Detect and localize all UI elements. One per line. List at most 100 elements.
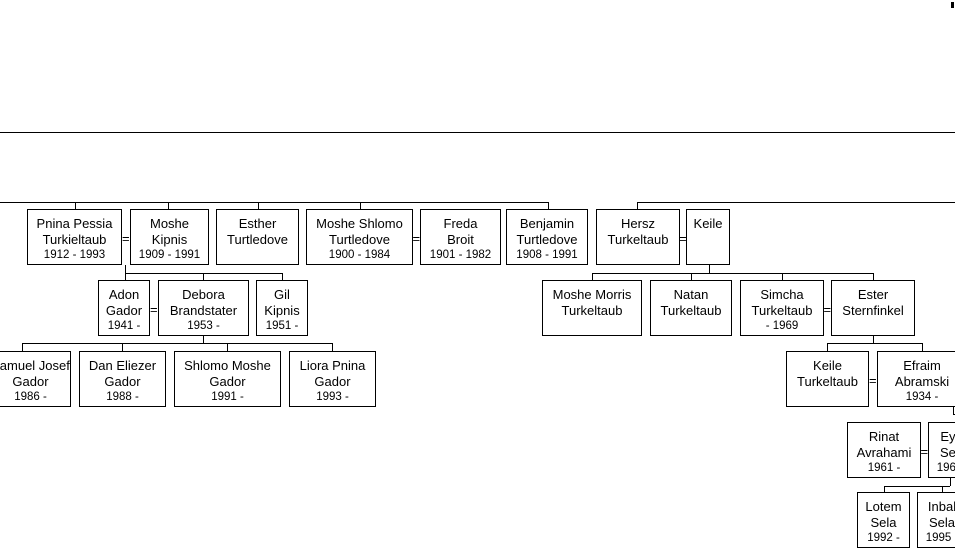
person-given-name: Dan Eliezer [88,358,157,373]
person-dates: - 1969 [765,320,799,332]
marriage-symbol: = [122,231,130,246]
person-given-name: Liora Pnina [299,358,366,373]
person-family-name: Gador [104,374,141,389]
person-given-name: Moshe [149,216,190,231]
marriage-symbol: = [920,444,929,459]
person-given-name: Shlomo Moshe [184,358,271,373]
person-family-name: Sternfinkel [842,303,904,318]
person-given-name: Keile [813,358,842,373]
person-dates: 1961 - [936,462,955,474]
person-dates: 1988 - [106,391,139,403]
person-dates: 1908 - 1991 [516,249,578,261]
person-family-name: Avrahami [856,445,912,460]
person-given-name: Pnina Pessia [36,216,113,231]
person-dates: 1912 - 1993 [43,249,106,261]
person-given-name: Moshe Morris [552,287,632,302]
person-dates: 1951 - [265,320,299,332]
person-given-name: Simcha [760,287,804,302]
person-family-name: Sela [870,515,897,530]
person-family-name: Turkeltaub [797,374,858,389]
person-given-name: Inbal [927,499,955,514]
person-given-name: Eyal [940,429,955,444]
person-family-name: Abramski [894,374,950,389]
person-given-name: Moshe Shlomo [316,216,403,231]
person-dates: 1992 - [867,532,900,544]
person-given-name: Benjamin [519,216,575,231]
person-family-name: Turkeltaub [660,303,722,318]
person-family-name: Turkeltaub [561,303,623,318]
person-given-name: Keile [693,216,723,231]
person-family-name: Kipnis [264,303,300,318]
person-family-name: Turtledove [329,232,390,247]
person-given-name: Gil [274,287,290,302]
marriage-symbol: = [412,231,421,246]
person-given-name: Lotem [865,499,902,514]
person-family-name: Sela [928,515,955,530]
person-family-name: Gador [314,374,351,389]
person-dates: 1993 - [316,391,349,403]
person-given-name: Hersz [621,216,655,231]
person-family-name: Turkeltaub [607,232,669,247]
person-given-name: Natan [673,287,709,302]
person-dates: 1900 - 1984 [328,249,391,261]
person-family-name: Gador [209,374,246,389]
person-given-name: Adon [108,287,140,302]
person-family-name: Turtledove [227,232,288,247]
marriage-symbol: = [679,231,687,246]
marriage-symbol: = [869,373,877,388]
person-dates: 1934 - [905,391,939,403]
person-eyal[interactable]: EyalSela 1961 - [928,422,955,478]
person-dates: 1941 - [107,320,141,332]
person-dates: 1995 - [925,532,955,544]
person-given-name: Ester [857,287,889,302]
person-dates: 1901 - 1982 [429,249,492,261]
person-dates: 1986 - [14,391,47,403]
person-family-name: Turtledove [516,232,578,247]
person-family-name: Gador [105,303,143,318]
person-dates: 1961 - [867,462,901,474]
person-given-name: Esther [238,216,277,231]
person-keile-1[interactable]: Keile [686,209,730,265]
person-given-name: Rinat [868,429,900,444]
person-given-name: Efraim [903,358,941,373]
person-dates: 1953 - [187,320,220,332]
person-family-name: Turkeltaub [751,303,813,318]
person-family-name: Sela [939,445,955,460]
person-given-name: Freda [443,216,478,231]
person-family-name: Kipnis [151,232,188,247]
corner-tick [951,2,954,8]
person-family-name: Turkieltaub [42,232,107,247]
person-family-name: Broit [447,232,474,247]
person-dates: 1909 - 1991 [138,249,201,261]
marriage-symbol: = [823,302,832,317]
person-given-name: Samuel Josef [0,358,70,373]
person-given-name: Debora [182,287,225,302]
person-family-name: Brandstater [169,303,238,318]
marriage-symbol: = [150,302,158,317]
